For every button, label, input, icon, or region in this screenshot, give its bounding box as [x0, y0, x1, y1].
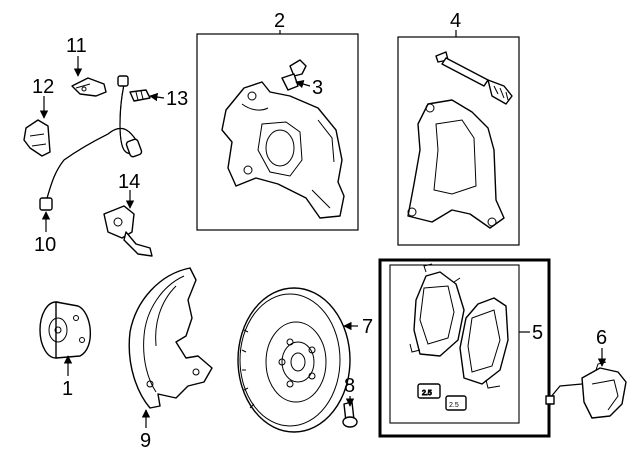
- leader-13: [149, 92, 165, 102]
- part-4-guide-pin: [435, 51, 513, 105]
- part-4-carrier: [407, 99, 505, 229]
- pad-clip-a-label: 2.5: [422, 390, 432, 397]
- carrier-box: [397, 36, 520, 246]
- callout-3: 3: [312, 77, 323, 99]
- pad-clip-b: 2.5: [445, 395, 467, 411]
- part-10-brake-hose: [39, 75, 143, 211]
- part-6-parking-motor: [545, 361, 627, 419]
- callout-11: 11: [66, 35, 87, 57]
- part-2-caliper: [221, 81, 345, 219]
- callout-13: 13: [166, 88, 188, 110]
- part-11-bracket: [71, 77, 107, 97]
- part-1-wheel-hub: [39, 301, 92, 359]
- part-9-dust-shield: [128, 267, 213, 409]
- caliper-box: [196, 33, 359, 231]
- part-13-clip: [129, 89, 151, 102]
- callout-4: 4: [450, 10, 461, 32]
- callout-6: 6: [596, 327, 607, 349]
- callout-10: 10: [34, 234, 56, 256]
- callout-7: 7: [362, 316, 373, 338]
- part-3-bleeder: [281, 59, 307, 91]
- pad-clip-a: 2.5: [417, 383, 441, 399]
- callout-8: 8: [344, 375, 355, 397]
- part-7-brake-rotor: [237, 287, 351, 433]
- leader-3: [295, 80, 311, 89]
- part-5-brake-pads: [409, 263, 509, 389]
- callout-5: 5: [532, 322, 543, 344]
- pad-kit-inner-box: [389, 264, 520, 424]
- callout-12: 12: [32, 76, 54, 98]
- callout-2: 2: [274, 10, 285, 32]
- callout-9: 9: [140, 430, 151, 452]
- part-14-wheel-sensor: [103, 205, 153, 257]
- part-12-mount-bracket: [23, 119, 51, 157]
- callout-1: 1: [62, 378, 73, 400]
- callout-14: 14: [118, 171, 140, 193]
- pad-clip-b-label: 2.5: [449, 402, 459, 409]
- pad-kit-outer-box: [378, 258, 551, 438]
